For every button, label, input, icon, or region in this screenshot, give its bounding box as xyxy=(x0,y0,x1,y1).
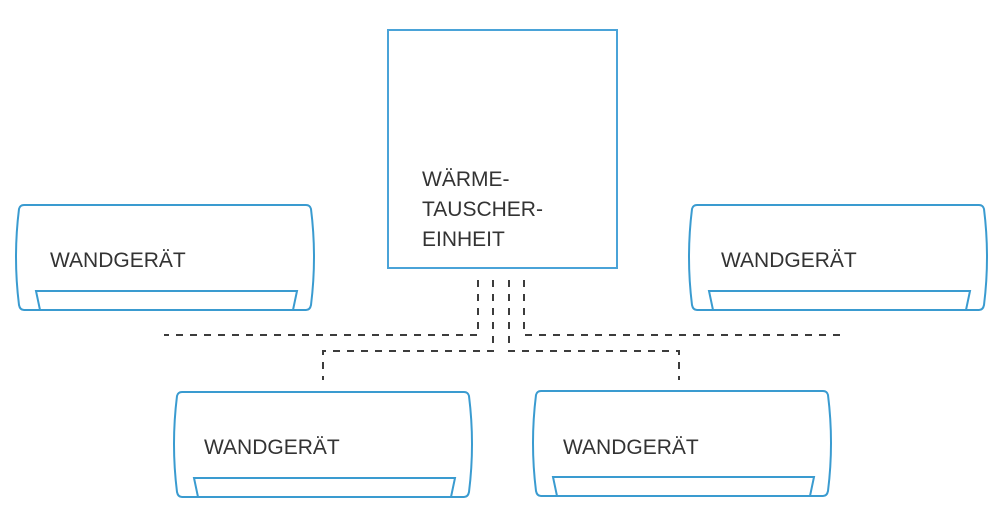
heat-exchanger-label-line-3: EINHEIT xyxy=(422,228,505,251)
air-outlet-slot xyxy=(707,290,972,311)
wall-unit-outline xyxy=(173,391,473,498)
pipe-to-lower-left xyxy=(322,280,494,380)
wall-unit-lower-left: WANDGERÄT xyxy=(173,391,473,498)
wall-unit-lower-right: WANDGERÄT xyxy=(532,390,832,497)
wall-unit-upper-left: WANDGERÄT xyxy=(15,204,315,311)
wall-unit-label: WANDGERÄT xyxy=(50,249,186,272)
wall-unit-label: WANDGERÄT xyxy=(204,436,340,459)
heat-exchanger-label-line-2: TAUSCHER- xyxy=(422,198,543,221)
air-outlet-slot xyxy=(34,290,299,311)
air-outlet-slot xyxy=(551,476,816,497)
heat-exchanger-box xyxy=(387,29,618,269)
wall-unit-outline xyxy=(688,204,988,311)
pipe-connections xyxy=(164,280,840,380)
pipe-to-upper-left xyxy=(164,280,479,336)
heat-exchanger-unit: WÄRME- TAUSCHER- EINHEIT xyxy=(387,29,618,269)
air-outlet-slot xyxy=(192,477,457,498)
wall-unit-label: WANDGERÄT xyxy=(721,249,857,272)
heat-exchanger-label-line-1: WÄRME- xyxy=(422,168,510,191)
wall-unit-label: WANDGERÄT xyxy=(563,436,699,459)
pipe-to-upper-right xyxy=(523,280,840,336)
heat-exchanger-label: WÄRME- TAUSCHER- EINHEIT xyxy=(422,168,549,251)
wall-unit-outline xyxy=(15,204,315,311)
wall-unit-upper-right: WANDGERÄT xyxy=(688,204,988,311)
pipe-to-lower-right xyxy=(508,280,680,380)
wall-unit-outline xyxy=(532,390,832,497)
